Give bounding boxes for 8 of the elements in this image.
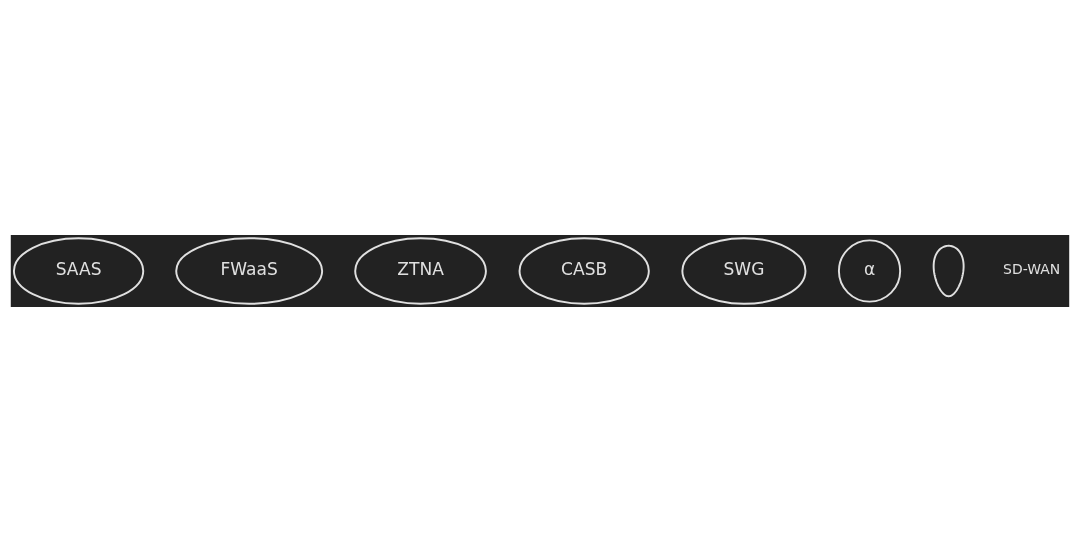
- node-ellipse: FWaaS: [175, 236, 324, 305]
- node-ellipse: SAAS: [12, 236, 145, 305]
- node-ellipse: ZTNA: [354, 236, 487, 305]
- label: SD-WAN: [1003, 260, 1061, 277]
- node-person: [932, 244, 965, 297]
- node-circle: α: [837, 238, 902, 303]
- node-ellipse: CASB: [518, 236, 650, 305]
- node-ellipse: SWG: [681, 236, 807, 305]
